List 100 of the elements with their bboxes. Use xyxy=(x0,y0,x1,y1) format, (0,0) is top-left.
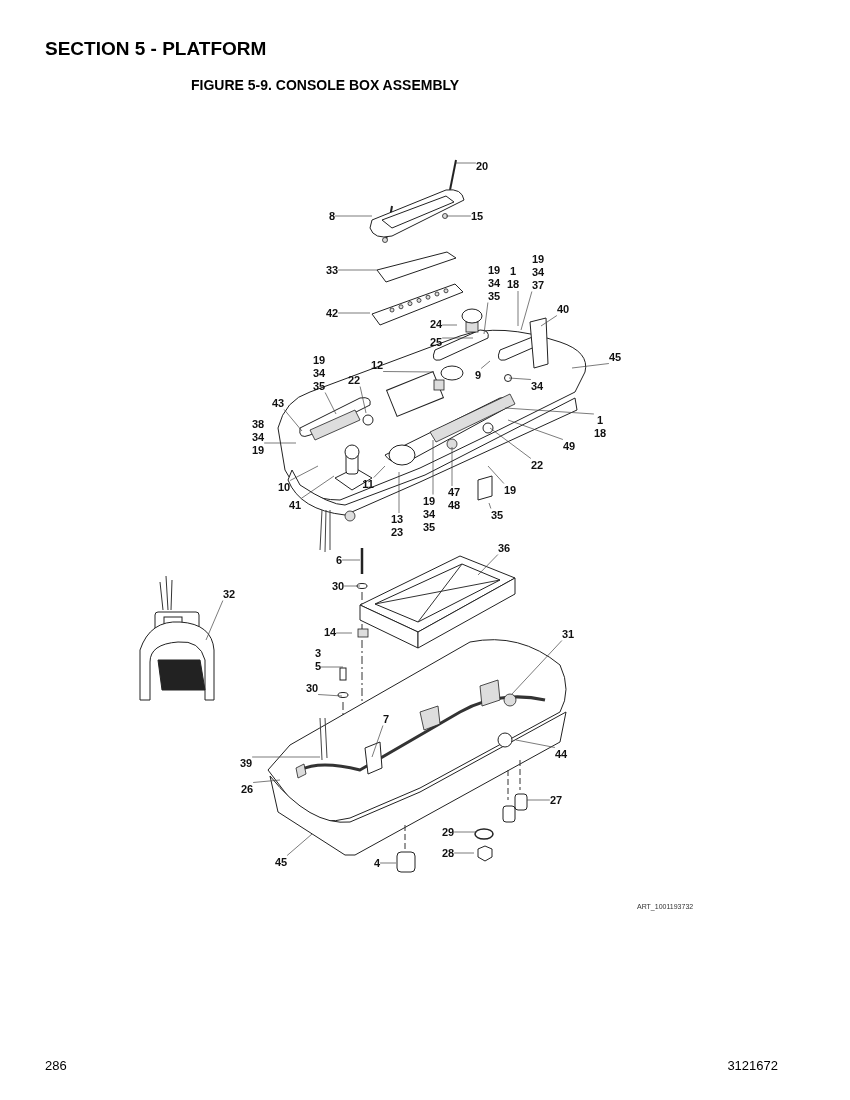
leader-line xyxy=(517,290,519,327)
callout-number: 19 xyxy=(531,252,545,266)
callout-number: 14 xyxy=(323,625,337,639)
leader-line xyxy=(453,831,478,833)
callout-number: 34 xyxy=(487,276,501,290)
leader-line xyxy=(507,419,564,440)
callout-number: 1 xyxy=(509,265,517,278)
callout-number: 45 xyxy=(274,855,288,869)
leader-line xyxy=(343,585,361,587)
callout-number: 19 xyxy=(251,443,265,457)
leader-line xyxy=(453,852,475,854)
document-number: 3121672 xyxy=(727,1058,778,1073)
leader-line xyxy=(511,640,563,695)
leader-line xyxy=(504,407,595,415)
callout-number: 44 xyxy=(554,747,568,761)
callout-number: 35 xyxy=(487,289,501,303)
callout-number: 11 xyxy=(362,477,374,491)
figure-title: FIGURE 5-9. CONSOLE BOX ASSEMBLY xyxy=(191,77,460,93)
leader-line xyxy=(371,725,384,758)
leader-line xyxy=(379,862,397,864)
leader-line xyxy=(335,632,353,634)
callout-number: 41 xyxy=(288,498,302,512)
callout-number: 27 xyxy=(549,793,563,807)
leader-line xyxy=(483,302,489,335)
callout-number: 29 xyxy=(441,825,455,839)
leader-line xyxy=(283,409,303,432)
callout-number: 43 xyxy=(271,396,285,410)
leader-line xyxy=(441,337,474,339)
callout-number: 35 xyxy=(422,520,436,534)
callout-number: 26 xyxy=(240,782,254,796)
leader-line xyxy=(520,291,533,331)
leader-line xyxy=(441,324,458,326)
callout-number: 34 xyxy=(531,265,545,279)
callout-number: 32 xyxy=(222,587,236,601)
leader-line xyxy=(289,465,319,481)
leader-line xyxy=(317,694,343,697)
callout-number: 30 xyxy=(305,681,319,695)
callout-number: 49 xyxy=(562,439,576,453)
callout-number: 45 xyxy=(608,350,622,364)
callout-number: 42 xyxy=(325,306,339,320)
callout-number: 31 xyxy=(561,627,575,641)
callout-number: 1 xyxy=(596,414,604,427)
leader-line xyxy=(571,363,610,369)
callout-number: 9 xyxy=(474,368,482,382)
leader-line xyxy=(432,439,434,495)
callout-number: 23 xyxy=(390,526,404,539)
callout-number: 6 xyxy=(335,553,343,567)
leader-line xyxy=(489,427,532,459)
callout-number: 39 xyxy=(239,756,253,770)
callout-number: 12 xyxy=(370,358,384,372)
callout-number: 19 xyxy=(487,263,501,277)
callout-number: 15 xyxy=(470,209,484,223)
callout-number: 25 xyxy=(429,335,443,349)
callout-number: 19 xyxy=(312,353,326,367)
leader-line xyxy=(286,833,313,856)
callout-number: 7 xyxy=(382,712,390,726)
callout-number: 5 xyxy=(314,660,322,673)
leader-line xyxy=(488,502,492,509)
callout-number: 10 xyxy=(277,480,291,494)
callout-number: 36 xyxy=(497,541,511,555)
leader-line xyxy=(263,442,297,444)
leader-line xyxy=(320,666,344,668)
callout-number: 28 xyxy=(441,846,455,860)
leader-line xyxy=(382,371,435,373)
callout-number: 20 xyxy=(475,159,489,173)
leader-line xyxy=(324,392,337,415)
leader-line xyxy=(455,162,477,164)
leader-line xyxy=(373,465,386,478)
callout-number: 18 xyxy=(506,278,520,291)
callout-number: 37 xyxy=(531,278,545,292)
callout-number: 34 xyxy=(422,507,436,521)
callout-number: 18 xyxy=(593,427,607,440)
callout-number: 3 xyxy=(314,647,322,660)
callout-number: 19 xyxy=(422,494,436,508)
leader-line xyxy=(515,739,556,748)
page-number: 286 xyxy=(45,1058,67,1073)
leader-line xyxy=(445,215,472,217)
leader-line xyxy=(487,465,505,484)
leader-line xyxy=(252,779,281,783)
callout-number: 40 xyxy=(556,302,570,316)
callout-number: 24 xyxy=(429,317,443,331)
leader-line xyxy=(540,315,558,327)
leader-line xyxy=(251,756,321,758)
callout-number: 33 xyxy=(325,263,339,277)
leader-line xyxy=(337,312,371,314)
leader-line xyxy=(451,446,453,487)
callout-number: 8 xyxy=(328,209,336,223)
callout-number: 34 xyxy=(251,430,265,444)
callout-number: 38 xyxy=(251,417,265,431)
callout-number: 13 xyxy=(390,513,404,526)
leader-line xyxy=(398,471,400,514)
section-heading: SECTION 5 - PLATFORM xyxy=(45,38,267,60)
leader-line xyxy=(526,799,551,801)
leader-line xyxy=(477,554,499,576)
callout-number: 34 xyxy=(312,366,326,380)
callout-number: 35 xyxy=(312,379,326,393)
callout-number: 47 xyxy=(447,486,461,499)
callout-number: 48 xyxy=(447,499,461,512)
callout-number: 19 xyxy=(503,483,517,497)
callout-number: 30 xyxy=(331,579,345,593)
